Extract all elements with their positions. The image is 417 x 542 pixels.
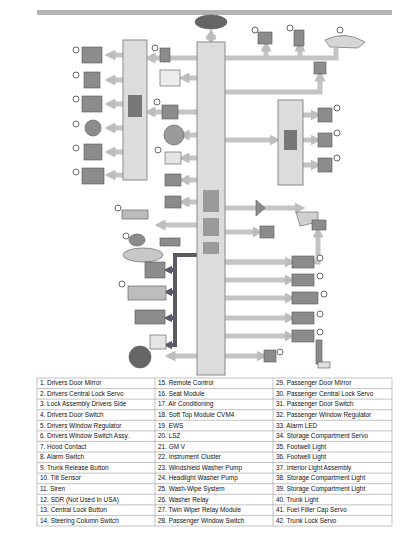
table-cell: 27. Twin Wiper Relay Module bbox=[158, 505, 241, 515]
table-rule bbox=[37, 420, 392, 421]
table-cell: 1. Drivers Door Mirror bbox=[40, 378, 101, 388]
table-rule bbox=[37, 483, 392, 484]
table-rule bbox=[37, 388, 392, 389]
table-cell: 40. Trunk Light bbox=[276, 495, 318, 505]
table-cell: 39. Storage Compartment Light bbox=[276, 484, 365, 494]
table-rule bbox=[37, 430, 392, 431]
table-cell: 8. Alarm Switch bbox=[40, 452, 84, 462]
table-rule bbox=[37, 441, 392, 442]
table-cell: 34. Storage Compartment Servo bbox=[276, 431, 368, 441]
table-rule bbox=[37, 409, 392, 410]
table-cell: 29. Passenger Door Mirror bbox=[276, 378, 351, 388]
table-cell: 25. Wash-Wipe System bbox=[158, 484, 225, 494]
table-cell: 36. Footwell Light bbox=[276, 452, 326, 462]
component-icons bbox=[82, 15, 365, 368]
callout-markers bbox=[73, 25, 343, 355]
table-rule bbox=[37, 451, 392, 452]
window-switch bbox=[128, 95, 142, 117]
table-rule bbox=[37, 473, 392, 474]
driver-door-module bbox=[123, 40, 147, 180]
module-connector bbox=[203, 218, 219, 236]
table-cell: 13. Central Lock Button bbox=[40, 505, 107, 515]
table-cell: 19. EWS bbox=[158, 421, 183, 431]
table-rule bbox=[37, 494, 392, 495]
legend-table bbox=[37, 378, 392, 526]
table-rule bbox=[37, 399, 392, 400]
table-cell: 11. Siren bbox=[40, 484, 65, 494]
table-cell: 10. Tilt Sensor bbox=[40, 473, 81, 483]
passenger-door-module bbox=[278, 100, 303, 185]
table-cell: 33. Alarm LED bbox=[276, 421, 317, 431]
table-rule bbox=[37, 462, 392, 463]
can-arrows bbox=[168, 255, 197, 345]
table-cell: 37. Interior Light Assembly bbox=[276, 463, 351, 473]
table-rule bbox=[37, 504, 392, 505]
table-cell: 22. Instrument Cluster bbox=[158, 452, 221, 462]
table-cell: 5. Drivers Window Regulator bbox=[40, 421, 121, 431]
table-cell: 31. Passenger Door Switch bbox=[276, 399, 353, 409]
module-connector bbox=[203, 242, 219, 254]
table-cell: 35. Footwell Light bbox=[276, 442, 326, 452]
header-bar bbox=[37, 10, 392, 15]
module-connector bbox=[203, 190, 219, 212]
table-cell: 3. Lock Assembly Drivers Side bbox=[40, 399, 126, 409]
table-cell: 6. Drivers Window Switch Assy. bbox=[40, 431, 129, 441]
table-cell: 7. Hood Contact bbox=[40, 442, 86, 452]
table-cell: 12. SDR (Not Used In USA) bbox=[40, 495, 119, 505]
window-switch bbox=[284, 130, 297, 150]
table-cell: 9. Trunk Release Button bbox=[40, 463, 109, 473]
central-module bbox=[197, 42, 225, 375]
table-cell: 41. Fuel Filler Cap Servo bbox=[276, 505, 347, 515]
table-cell: 42. Trunk Lock Servo bbox=[276, 516, 336, 526]
table-cell: 23. Windshield Washer Pump bbox=[158, 463, 242, 473]
table-cell: 21. GM V bbox=[158, 442, 185, 452]
table-cell: 15. Remote Control bbox=[158, 378, 213, 388]
table-cell: 30. Passenger Central Lock Servo bbox=[276, 389, 373, 399]
table-cell: 24. Headlight Washer Pump bbox=[158, 473, 238, 483]
table-cell: 28. Passenger Window Switch bbox=[158, 516, 244, 526]
table-cell: 2. Drivers Central Lock Servo bbox=[40, 389, 123, 399]
table-cell: 20. LSZ bbox=[158, 431, 180, 441]
table-cell: 14. Steering Column Switch bbox=[40, 516, 119, 526]
table-cell: 32. Passenger Window Regulator bbox=[276, 410, 371, 420]
table-cell: 16. Seat Module bbox=[158, 389, 205, 399]
table-cell: 17. Air Conditioning bbox=[158, 399, 213, 409]
table-cell: 18. Soft Top Module CVM4 bbox=[158, 410, 234, 420]
table-cell: 26. Washer Relay bbox=[158, 495, 209, 505]
table-rule bbox=[37, 515, 392, 516]
table-cell: 38. Storage Compartment Light bbox=[276, 473, 365, 483]
table-cell: 4. Drivers Door Switch bbox=[40, 410, 104, 420]
